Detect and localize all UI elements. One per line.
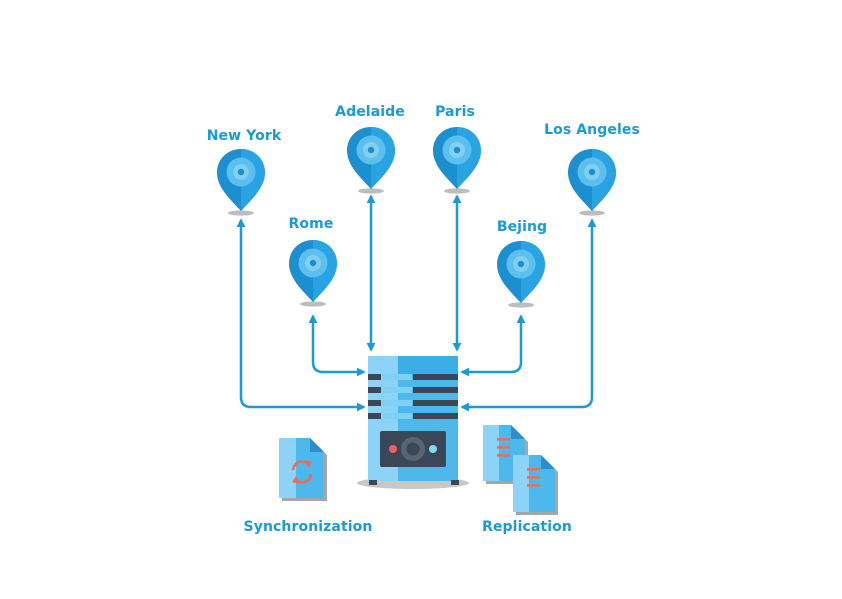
location-pins <box>217 127 616 308</box>
city-label-new-york: New York <box>206 128 282 144</box>
map-pin-icon <box>289 240 337 307</box>
status-led-red <box>389 445 397 453</box>
arrow-new-york <box>236 218 366 412</box>
arrow-los-angeles <box>460 218 597 412</box>
map-pin-icon <box>347 127 395 194</box>
map-pin-icon <box>217 149 265 216</box>
caption-synchronization: Synchronization <box>243 519 373 535</box>
city-label-beijing: Bejing <box>496 219 548 235</box>
city-label-rome: Rome <box>288 216 334 232</box>
server-icon <box>357 356 469 489</box>
map-pin-icon <box>433 127 481 194</box>
map-pin-icon <box>568 149 616 216</box>
city-label-los-angeles: Los Angeles <box>544 122 640 138</box>
arrow-beijing <box>460 314 526 377</box>
status-led-cyan <box>429 445 437 453</box>
city-label-adelaide: Adelaide <box>335 104 405 120</box>
sync-document-icon <box>279 438 327 501</box>
city-label-paris: Paris <box>435 104 475 120</box>
map-pin-icon <box>497 241 545 308</box>
caption-replication: Replication <box>482 519 572 535</box>
arrow-rome <box>308 314 366 377</box>
replicated-documents-icon <box>483 425 558 515</box>
connector-arrows <box>236 194 597 412</box>
